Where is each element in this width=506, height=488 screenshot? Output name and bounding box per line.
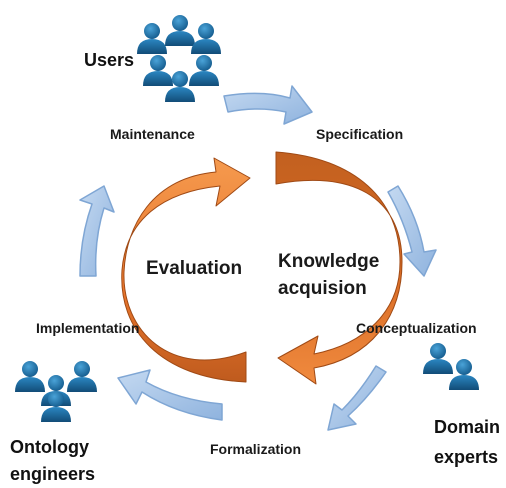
stage-maintenance: Maintenance (110, 126, 195, 142)
center-evaluation: Evaluation (146, 258, 243, 279)
stage-implementation: Implementation (36, 320, 140, 336)
person-icon (143, 55, 173, 86)
person-icon (15, 361, 45, 392)
person-icon (137, 23, 167, 54)
arrow-implementation-to-maintenance (79, 185, 115, 277)
stage-conceptualization: Conceptualization (356, 320, 477, 336)
person-icon (189, 55, 219, 86)
domain-experts-icon-group (423, 343, 479, 390)
domain-experts-line-1: Domain (434, 417, 501, 437)
ontology-engineers-label: Ontology engineers (10, 434, 95, 488)
arrow-maintenance-to-specification (223, 85, 313, 125)
outer-cycle-arrows (79, 85, 437, 431)
arrow-conceptualization-to-formalization (327, 365, 387, 431)
ontology-engineers-icon-group (15, 361, 97, 422)
person-icon (67, 361, 97, 392)
arrow-specification-to-conceptualization (387, 185, 437, 277)
knowledge-line-1: Knowledge (278, 251, 380, 272)
ontology-engineers-line-1: Ontology (10, 437, 89, 457)
arrow-evaluation-left (121, 157, 251, 383)
person-icon (449, 359, 479, 390)
ontology-engineers-line-2: engineers (10, 464, 96, 484)
stage-specification: Specification (316, 126, 404, 142)
person-icon (191, 23, 221, 54)
domain-experts-label: Domain experts (434, 412, 500, 472)
arrow-formalization-to-implementation (117, 369, 223, 421)
person-icon (165, 15, 195, 46)
person-icon (423, 343, 453, 374)
knowledge-line-2: acquision (278, 278, 367, 299)
users-label: Users (84, 50, 135, 70)
inner-cycle-arrows (121, 151, 403, 385)
stage-formalization: Formalization (210, 441, 302, 457)
users-icon-group (137, 15, 221, 102)
domain-experts-line-2: experts (434, 447, 499, 467)
arrow-knowledge-acquisition-right (275, 151, 403, 385)
center-knowledge-acquisition: Knowledge acquision (278, 248, 379, 302)
